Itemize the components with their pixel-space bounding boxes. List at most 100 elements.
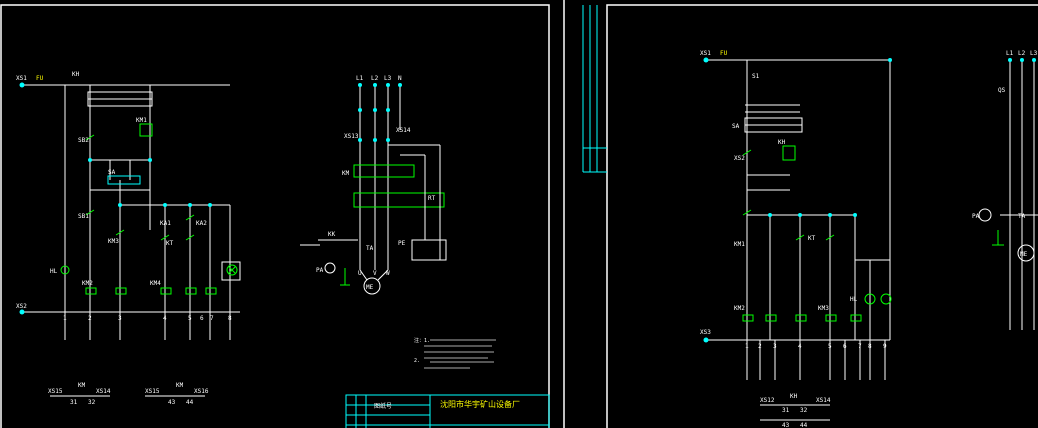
label-kt: KT [166, 240, 174, 247]
phase-label: L3 [384, 75, 392, 82]
s2-label-s1: S1 [752, 73, 760, 80]
col-num: 9 [883, 343, 887, 350]
legend-a-pin: 32 [88, 399, 96, 406]
label-sb1: SB1 [78, 213, 89, 220]
s2-label-xs1: XS1 [700, 50, 711, 57]
col-num: 4 [163, 315, 167, 322]
sheet2-power-circuit [978, 60, 1038, 330]
sheet2-control-labels: XS1 FU S1 SA XS2 KH KM1 KM2 KM3 KT HL XS… [700, 50, 858, 336]
sheet1-title-block-text: 沈阳市华宇矿山设备厂 图纸号 [374, 399, 520, 410]
label-km-power: KM [342, 170, 350, 177]
label-xs1: XS1 [16, 75, 27, 82]
label-ta: TA [366, 245, 374, 252]
sheet1-contact-legend-labels: XS15 KM XS14 31 32 XS15 KM XS16 43 44 [48, 382, 209, 406]
label-xs2: XS2 [16, 303, 27, 310]
s2-legend-pin: 44 [800, 422, 808, 428]
col-num: 7 [858, 343, 862, 350]
s2-label-hl: HL [850, 296, 858, 303]
col-num: 2 [758, 343, 762, 350]
label-ka1: KA1 [160, 220, 171, 227]
sheet1-title-block [345, 394, 550, 428]
sheet1-column-numbers: 1 2 3 4 5 6 7 8 [63, 315, 232, 322]
sheet2-border [606, 4, 1038, 428]
sheet2-control-circuit [706, 59, 892, 380]
note-2-label: 2. [414, 358, 420, 364]
sheet1-control-dots [19, 82, 212, 315]
s2-label-pa: PA [972, 213, 980, 220]
label-km4: KM4 [150, 280, 161, 287]
s2-label-kt: KT [808, 235, 816, 242]
sheet1-border [0, 4, 550, 428]
sheet1-power-dots [358, 83, 402, 142]
col-num: 5 [828, 343, 832, 350]
phase-label: L2 [371, 75, 379, 82]
label-rt: RT [428, 195, 436, 202]
label-sb2: SB2 [78, 137, 89, 144]
sheet2-contact-legend-labels: XS12 KH XS14 31 32 43 44 [760, 393, 831, 428]
s2-label-km2: KM2 [734, 305, 745, 312]
col-num: 3 [118, 315, 122, 322]
col-num: 4 [798, 343, 802, 350]
s2-label-qs: QS [998, 87, 1006, 94]
label-pe: PE [398, 240, 406, 247]
label-km1: KM1 [136, 117, 147, 124]
label-pa: PA [316, 267, 324, 274]
col-num: 2 [88, 315, 92, 322]
label-v: V [373, 270, 377, 277]
company-name: 沈阳市华宇矿山设备厂 [440, 399, 520, 409]
col-num: 7 [210, 315, 214, 322]
s2-label-km3: KM3 [818, 305, 829, 312]
legend-a-left: XS15 [48, 388, 63, 395]
s2-legend-pin: 31 [782, 407, 790, 414]
s2-legend-mid: KH [790, 393, 798, 400]
s2-legend-pin: 32 [800, 407, 808, 414]
s2-label-me: ME [1020, 251, 1028, 258]
s2-label-fu: FU [720, 50, 728, 57]
s2-label-ta: TA [1018, 213, 1026, 220]
legend-b-mid: KM [176, 382, 184, 389]
label-kk: KK [328, 231, 336, 238]
legend-b-pin: 43 [168, 399, 176, 406]
label-km2: KM2 [82, 280, 93, 287]
legend-a-right: XS14 [96, 388, 111, 395]
label-u: U [358, 270, 362, 277]
col-num: 5 [188, 315, 192, 322]
sheet1-notes: 注：1. 2. [414, 337, 496, 369]
note-1-label: 注：1. [414, 337, 430, 344]
s2-phase-label: L3 [1030, 50, 1038, 57]
s2-legend-pin: 43 [782, 422, 790, 428]
col-num: 6 [200, 315, 204, 322]
label-w: W [386, 270, 390, 277]
col-num: 8 [228, 315, 232, 322]
legend-b-pin: 44 [186, 399, 194, 406]
s2-label-sa: SA [732, 123, 740, 130]
label-hl: HL [50, 268, 58, 275]
sheet1-power-circuit [300, 85, 447, 295]
sheet1-control-circuit [22, 84, 241, 340]
label-fu: FU [36, 75, 44, 82]
label-kh-top: KH [72, 71, 80, 78]
col-num: 1 [745, 343, 749, 350]
s2-legend-left: XS12 [760, 397, 775, 404]
label-motor: ME [366, 284, 374, 291]
legend-b-left: XS15 [145, 388, 160, 395]
legend-b-right: XS16 [194, 388, 209, 395]
col-num: 8 [868, 343, 872, 350]
label-sa: SA [108, 169, 116, 176]
s2-label-xs2: XS2 [734, 155, 745, 162]
sheet2-power-dots [1008, 58, 1036, 62]
sheet2-column-numbers: 1 2 3 4 5 6 7 8 9 [745, 343, 887, 350]
sheet2-power-labels: L1 L2 L3 PA TA ME QS [972, 50, 1038, 258]
s2-label-xs3: XS3 [700, 329, 711, 336]
s2-label-km1: KM1 [734, 241, 745, 248]
phase-label: L1 [356, 75, 364, 82]
sheet2-control-dots [703, 57, 892, 343]
s2-phase-label: L1 [1006, 50, 1014, 57]
label-xs14: XS14 [396, 127, 411, 134]
sheet1-control-labels: XS1 FU KH KM1 SB1 SB2 SA KA1 KA2 KT HL X… [16, 71, 207, 310]
col-num: 3 [773, 343, 777, 350]
col-num: 1 [63, 315, 67, 322]
label-xs13: XS13 [344, 133, 359, 140]
